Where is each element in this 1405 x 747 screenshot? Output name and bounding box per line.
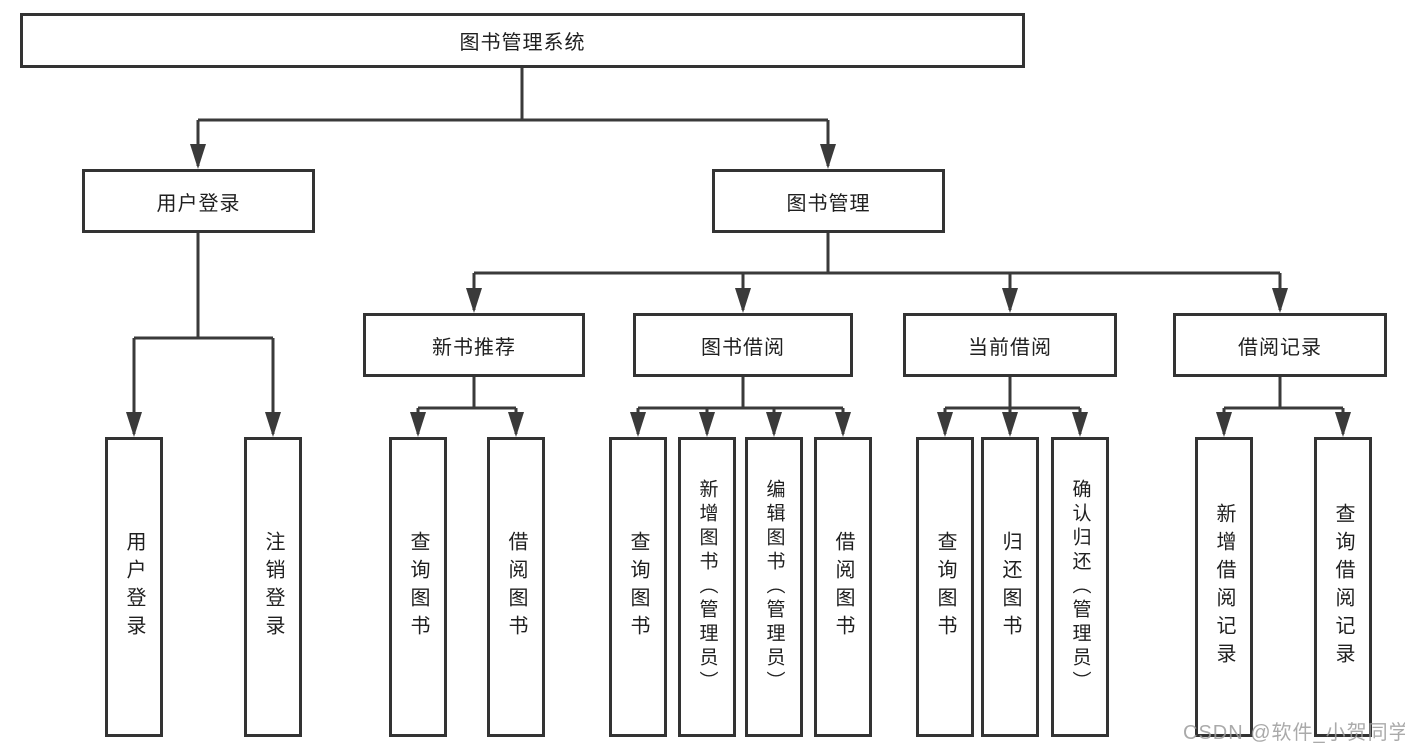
leaf-edit-book-admin: 编辑图书（管理员） xyxy=(745,437,803,737)
node-borrowing-records: 借阅记录 xyxy=(1173,313,1387,377)
node-library-management-system: 图书管理系统 xyxy=(20,13,1025,68)
leaf-add-book-admin: 新增图书（管理员） xyxy=(678,437,736,737)
node-user-login: 用户登录 xyxy=(82,169,315,233)
node-book-management: 图书管理 xyxy=(712,169,945,233)
leaf-borrow-books: 借阅图书 xyxy=(814,437,872,737)
leaf-add-borrow-record: 新增借阅记录 xyxy=(1195,437,1253,737)
leaf-borrow-books-recommend: 借阅图书 xyxy=(487,437,545,737)
leaf-logout: 注销登录 xyxy=(244,437,302,737)
node-current-borrowing: 当前借阅 xyxy=(903,313,1117,377)
leaf-query-books-current: 查询图书 xyxy=(916,437,974,737)
node-book-borrowing: 图书借阅 xyxy=(633,313,853,377)
leaf-user-login: 用户登录 xyxy=(105,437,163,737)
leaf-confirm-return-admin: 确认归还（管理员） xyxy=(1051,437,1109,737)
arrowheads xyxy=(126,144,1351,437)
leaf-query-borrow-record: 查询借阅记录 xyxy=(1314,437,1372,737)
csdn-watermark: CSDN @软件_小贺同学 xyxy=(1183,722,1405,744)
leaf-return-books: 归还图书 xyxy=(981,437,1039,737)
leaf-query-books-borrowing: 查询图书 xyxy=(609,437,667,737)
node-new-book-recommendation: 新书推荐 xyxy=(363,313,585,377)
leaf-query-books-recommend: 查询图书 xyxy=(389,437,447,737)
